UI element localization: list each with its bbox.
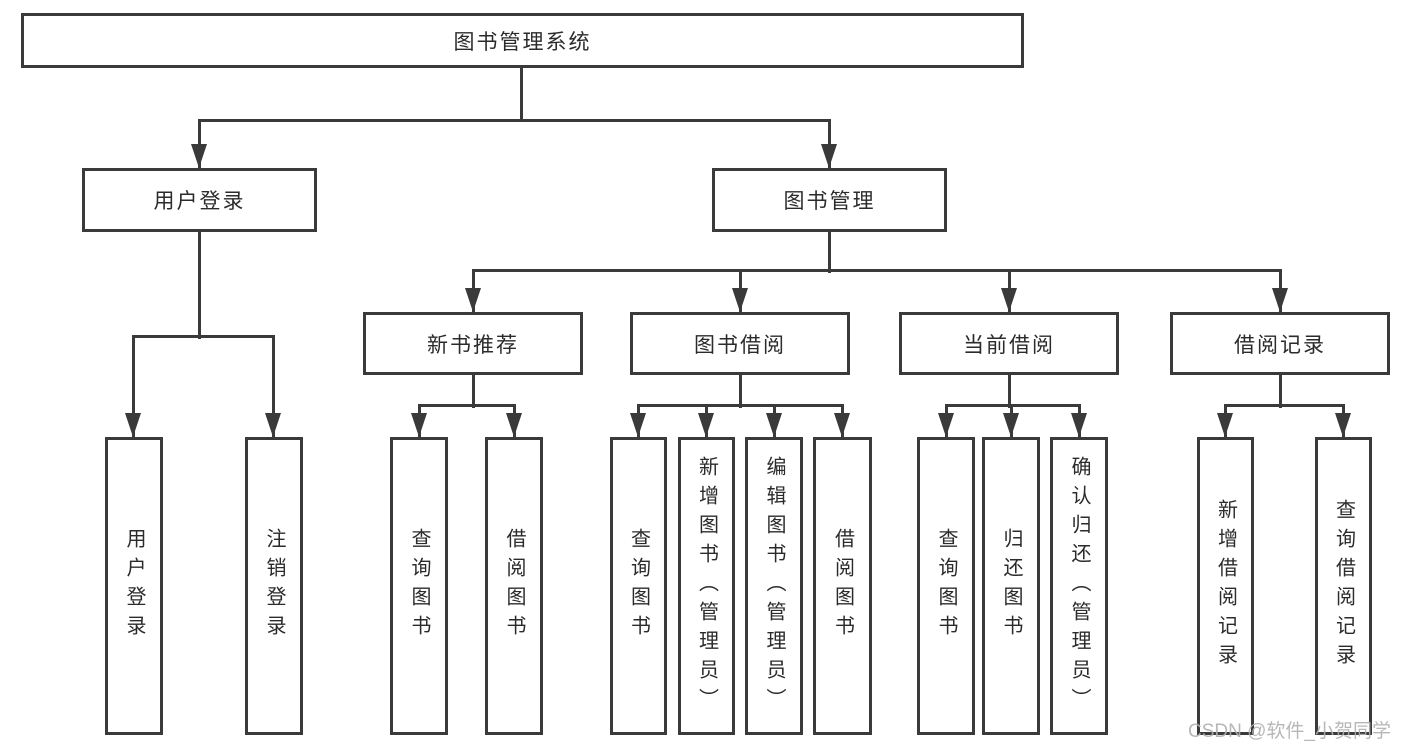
leaf-user-login: 用户登录 (105, 437, 163, 735)
node-label: 查询图书 (627, 528, 650, 644)
node-label: 注销登录 (263, 528, 285, 644)
arrowhead-down-icon (698, 413, 714, 437)
connector-vline (739, 375, 742, 408)
connector-hline (637, 404, 844, 407)
connector-vline (828, 232, 831, 273)
leaf-query-book-2: 查询图书 (610, 437, 667, 735)
leaf-borrow-book-2: 借阅图书 (813, 437, 872, 735)
arrowhead-down-icon (465, 288, 481, 312)
arrowhead-down-icon (938, 413, 954, 437)
connector-vline (1279, 375, 1282, 408)
arrowhead-down-icon (1003, 413, 1019, 437)
arrowhead-down-icon (125, 413, 141, 437)
node-book-borrow: 图书借阅 (630, 312, 850, 375)
node-label: 用户登录 (153, 190, 246, 213)
connector-vline (520, 68, 523, 121)
node-label: 查询图书 (935, 528, 957, 644)
connector-hline (418, 404, 516, 407)
node-borrow-record: 借阅记录 (1170, 312, 1390, 375)
arrowhead-down-icon (1071, 413, 1087, 437)
connector-hline (945, 404, 1081, 407)
arrowhead-down-icon (630, 413, 646, 437)
node-label: 编辑图书（管理员） (763, 455, 785, 717)
node-label: 当前借阅 (963, 333, 1055, 357)
leaf-borrow-book-1: 借阅图书 (485, 437, 543, 735)
arrowhead-down-icon (506, 413, 522, 437)
leaf-query-borrow-record: 查询借阅记录 (1315, 437, 1372, 735)
leaf-edit-book-admin: 编辑图书（管理员） (745, 437, 803, 735)
connector-hline (132, 335, 275, 338)
connector-vline (272, 336, 275, 437)
node-root-system: 图书管理系统 (21, 13, 1024, 68)
node-label: 查询借阅记录 (1332, 499, 1355, 673)
arrowhead-down-icon (732, 288, 748, 312)
arrowhead-down-icon (265, 413, 281, 437)
node-label: 新书推荐 (427, 333, 519, 357)
arrowhead-down-icon (821, 144, 837, 168)
arrowhead-down-icon (191, 144, 207, 168)
node-label: 借阅图书 (503, 528, 525, 644)
leaf-query-book-1: 查询图书 (390, 437, 448, 735)
leaf-add-book-admin: 新增图书（管理员） (678, 437, 735, 735)
node-user-login: 用户登录 (82, 168, 317, 232)
node-label: 新增借阅记录 (1214, 499, 1237, 673)
connector-hline (472, 269, 1282, 272)
leaf-add-borrow-record: 新增借阅记录 (1197, 437, 1254, 735)
node-label: 图书借阅 (694, 333, 786, 357)
arrowhead-down-icon (1001, 288, 1017, 312)
connector-vline (198, 232, 201, 339)
watermark: CSDN @软件_小贺同学 (1188, 721, 1391, 742)
connector-vline (1008, 375, 1011, 408)
arrowhead-down-icon (1335, 413, 1351, 437)
node-label: 新增图书（管理员） (695, 455, 718, 717)
arrowhead-down-icon (834, 413, 850, 437)
leaf-confirm-return-admin: 确认归还（管理员） (1050, 437, 1108, 735)
node-label: 图书管理 (783, 190, 876, 213)
node-label: 借阅记录 (1234, 333, 1326, 357)
node-book-management: 图书管理 (712, 168, 947, 232)
connector-hline (198, 119, 831, 122)
connector-vline (132, 336, 135, 437)
arrowhead-down-icon (1272, 288, 1288, 312)
node-label: 图书管理系统 (453, 30, 592, 54)
node-label: 用户登录 (123, 528, 145, 644)
node-label: 查询图书 (408, 528, 430, 644)
connector-vline (472, 375, 475, 408)
leaf-return-book: 归还图书 (982, 437, 1040, 735)
arrowhead-down-icon (766, 413, 782, 437)
node-label: 确认归还（管理员） (1068, 455, 1090, 717)
node-label: 归还图书 (1000, 528, 1022, 644)
node-current-borrow: 当前借阅 (899, 312, 1119, 375)
node-label: 借阅图书 (831, 528, 854, 644)
node-new-book-recommend: 新书推荐 (363, 312, 583, 375)
leaf-logout: 注销登录 (245, 437, 303, 735)
connector-hline (1224, 404, 1345, 407)
leaf-query-book-3: 查询图书 (917, 437, 975, 735)
arrowhead-down-icon (411, 413, 427, 437)
arrowhead-down-icon (1217, 413, 1233, 437)
